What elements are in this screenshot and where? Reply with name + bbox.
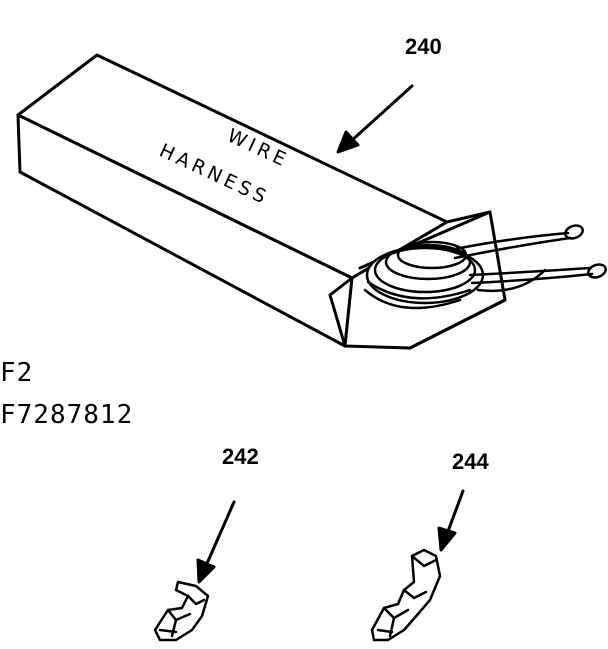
callout-240: 240	[405, 34, 442, 59]
callout-244: 244	[452, 449, 489, 474]
figure-code-line1: F2	[0, 358, 34, 388]
terminal-244	[370, 548, 442, 642]
figure-code-line2: F7287812	[0, 400, 134, 430]
leader-arrow-244	[437, 489, 465, 552]
leader-arrow-242	[196, 500, 236, 584]
terminal-242	[153, 580, 210, 642]
leader-arrow-240	[336, 84, 414, 154]
wire-leads	[448, 224, 607, 292]
callout-242: 242	[222, 444, 259, 469]
wire-coil	[363, 240, 485, 310]
